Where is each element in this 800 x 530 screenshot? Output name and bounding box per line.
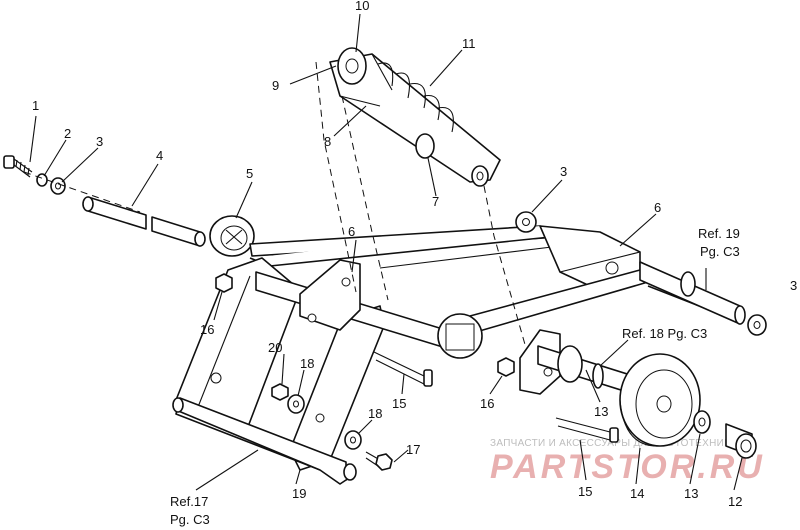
ref-17-line1: Ref.17 [170, 494, 208, 509]
part-spacer-tube [82, 196, 206, 247]
callout-18-lower: 18 [368, 406, 382, 421]
part-washer-18-upper [287, 394, 305, 414]
part-axle-shaft [639, 261, 746, 325]
callout-9: 9 [272, 78, 279, 93]
callout-6: 6 [348, 224, 355, 239]
part-nut-20 [271, 383, 289, 401]
part-bolt-long-left [373, 351, 433, 387]
callout-13-left: 13 [594, 404, 608, 419]
callout-14: 14 [630, 486, 644, 501]
part-washer-18-lower [344, 430, 362, 450]
callout-12: 12 [728, 494, 742, 509]
ref-17-line2: Pg. C3 [170, 512, 210, 527]
callout-3-upper: 3 [560, 164, 567, 179]
callout-11: 11 [462, 36, 476, 51]
callout-7: 7 [432, 194, 439, 209]
part-bolt-long-right [555, 417, 619, 443]
part-crossbar-upper [249, 225, 561, 269]
callout-16-right: 16 [480, 396, 494, 411]
part-lock-washer [36, 173, 48, 187]
callout-8: 8 [324, 134, 331, 149]
reference-labels: Ref. 19 Pg. C3 Ref. 18 Pg. C3 Ref.17 Pg.… [170, 226, 740, 527]
watermark-tagline: ЗАПЧАСТИ И АКСЕССУАРЫ ДЛЯ МОТОТЕХНИКИ [490, 438, 738, 449]
callout-1: 1 [32, 98, 39, 113]
part-rail-carrier [172, 257, 385, 485]
leader-lines [29, 13, 743, 491]
part-flat-washer [50, 177, 66, 195]
part-nut-left [215, 273, 233, 293]
watermark-logo: PARTSTOR.RU [490, 448, 765, 486]
part-bolt [3, 155, 33, 178]
callout-2: 2 [64, 126, 71, 141]
callout-4: 4 [156, 148, 163, 163]
part-nut-right [497, 357, 515, 377]
part-shock-mount-left [209, 215, 255, 257]
callout-19: 19 [292, 486, 306, 501]
ref-19-line1: Ref. 19 [698, 226, 740, 241]
callout-15-right: 15 [578, 484, 592, 499]
part-flat-washer-right [747, 314, 767, 336]
part-flat-washer-upper [515, 211, 537, 233]
watermark: ЗАПЧАСТИ И АКСЕССУАРЫ ДЛЯ МОТОТЕХНИКИ PA… [490, 438, 765, 486]
part-shock-absorber [329, 47, 501, 187]
callouts: 1 2 3 4 5 6 7 8 9 10 11 3 6 16 20 18 15 … [32, 0, 797, 509]
part-idler-wheel [619, 353, 701, 447]
callout-5: 5 [246, 166, 253, 181]
callout-17: 17 [406, 442, 420, 457]
callout-10: 10 [355, 0, 369, 13]
callout-15-left: 15 [392, 396, 406, 411]
callout-3: 3 [96, 134, 103, 149]
construction-lines [23, 61, 527, 349]
callout-3-right: 3 [790, 278, 797, 293]
callout-20: 20 [268, 340, 282, 355]
part-bushing [725, 423, 757, 459]
callout-13-right: 13 [684, 486, 698, 501]
ref-18: Ref. 18 Pg. C3 [622, 326, 707, 341]
part-crossbar-center [255, 259, 447, 349]
callout-18-upper: 18 [300, 356, 314, 371]
ref-19-line2: Pg. C3 [700, 244, 740, 259]
part-center-mount [437, 313, 483, 359]
callout-16-left: 16 [200, 322, 214, 337]
part-bolt-17 [365, 451, 393, 471]
callout-6-right: 6 [654, 200, 661, 215]
part-washer-13-right [693, 410, 711, 434]
